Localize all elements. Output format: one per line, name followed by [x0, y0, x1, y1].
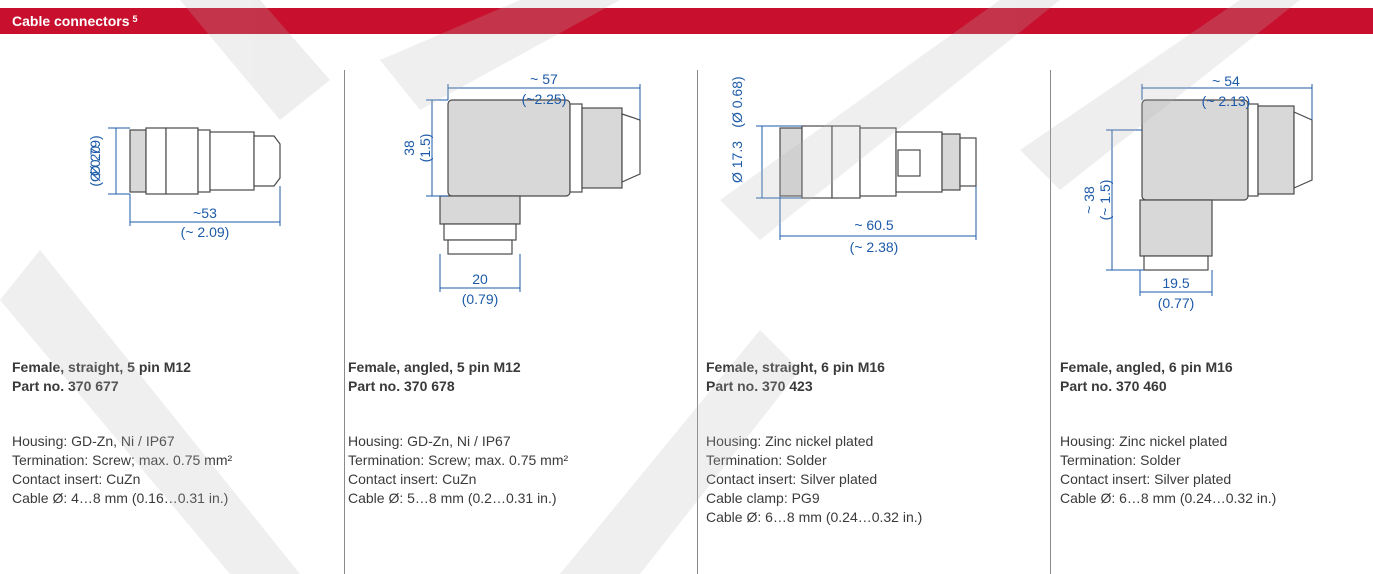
- dim-base-width-in: (0.79): [462, 291, 499, 307]
- dim-height-in: (~ 1.5): [1097, 180, 1113, 221]
- part-number: Part no. 370 678: [348, 378, 455, 394]
- dim-length-in: (~ 2.09): [181, 224, 230, 240]
- dim-length: ~53: [193, 205, 217, 221]
- dim-width-in: (~ 2.13): [1202, 93, 1251, 109]
- spec-termination: Termination: Solder: [706, 452, 827, 468]
- product-title: Female, straight, 6 pin M16 Part no. 370…: [706, 358, 1036, 396]
- dim-width-in: (~2.25): [522, 91, 567, 107]
- product-name: Female, angled, 6 pin M16: [1060, 359, 1233, 375]
- part-number: Part no. 370 460: [1060, 378, 1167, 394]
- connector-drawing-straight-m12: Ø 20 (Ø 0.79) ~53 (~ 2.09): [87, 127, 281, 240]
- dim-base-width-in: (0.77): [1158, 295, 1195, 311]
- product-name: Female, straight, 5 pin M12: [12, 359, 191, 375]
- spec-cable-diameter: Cable Ø: 6…8 mm (0.24…0.32 in.): [706, 509, 923, 525]
- product-card-370423: Ø 17.3 (Ø 0.68) ~ 60.5 (~ 2.38) Female, …: [706, 34, 1046, 574]
- dim-diameter: Ø 20: [87, 146, 103, 177]
- product-card-370678: 38 (1.5) ~ 57 (~2.25) 20 (0.79) Female, …: [348, 34, 688, 574]
- dim-height: 38: [401, 140, 417, 156]
- connector-drawing-angled-m12: 38 (1.5) ~ 57 (~2.25) 20 (0.79): [401, 71, 641, 307]
- dim-base-width: 19.5: [1162, 275, 1189, 291]
- dim-diameter-in: (Ø 0.79): [87, 135, 103, 186]
- spec-termination: Termination: Solder: [1060, 452, 1181, 468]
- dim-height: ~ 38: [1081, 186, 1097, 214]
- column-divider: [344, 70, 345, 574]
- part-number: Part no. 370 677: [12, 378, 119, 394]
- spec-cable-clamp: Cable clamp: PG9: [706, 490, 820, 506]
- spec-list: Housing: GD-Zn, Ni / IP67 Termination: S…: [348, 432, 678, 508]
- section-title: Cable connectors: [12, 13, 130, 29]
- spec-cable-diameter: Cable Ø: 6…8 mm (0.24…0.32 in.): [1060, 490, 1277, 506]
- dim-length-in: (~ 2.38): [850, 239, 899, 255]
- product-name: Female, straight, 6 pin M16: [706, 359, 885, 375]
- spec-contact-insert: Contact insert: Silver plated: [1060, 471, 1232, 487]
- product-title: Female, straight, 5 pin M12 Part no. 370…: [12, 358, 342, 396]
- spec-list: Housing: Zinc nickel plated Termination:…: [706, 432, 1036, 527]
- spec-housing: Housing: Zinc nickel plated: [1060, 433, 1228, 449]
- product-card-370460: ~ 38 (~ 1.5) ~ 54 (~ 2.13) 19.5 (0.77) F…: [1060, 34, 1373, 574]
- column-divider: [1050, 70, 1051, 574]
- dim-width: ~ 54: [1212, 73, 1240, 89]
- connector-drawing-angled-m16: ~ 38 (~ 1.5) ~ 54 (~ 2.13) 19.5 (0.77): [1081, 73, 1313, 311]
- spec-list: Housing: GD-Zn, Ni / IP67 Termination: S…: [12, 432, 342, 508]
- spec-contact-insert: Contact insert: Silver plated: [706, 471, 878, 487]
- product-title: Female, angled, 6 pin M16 Part no. 370 4…: [1060, 358, 1373, 396]
- dim-width: ~ 57: [530, 71, 558, 87]
- spec-cable-diameter: Cable Ø: 5…8 mm (0.2…0.31 in.): [348, 490, 557, 506]
- connector-drawing-straight-m16: Ø 17.3 (Ø 0.68) ~ 60.5 (~ 2.38): [729, 76, 977, 255]
- spec-housing: Housing: GD-Zn, Ni / IP67: [348, 433, 511, 449]
- column-divider: [697, 70, 698, 574]
- spec-cable-diameter: Cable Ø: 4…8 mm (0.16…0.31 in.): [12, 490, 229, 506]
- part-number: Part no. 370 423: [706, 378, 813, 394]
- product-title: Female, angled, 5 pin M12 Part no. 370 6…: [348, 358, 678, 396]
- spec-contact-insert: Contact insert: CuZn: [12, 471, 141, 487]
- product-name: Female, angled, 5 pin M12: [348, 359, 521, 375]
- dim-height-in: (1.5): [417, 134, 433, 163]
- footnote-marker: 5: [132, 14, 138, 24]
- spec-termination: Termination: Screw; max. 0.75 mm²: [12, 452, 233, 468]
- dim-diameter: Ø 17.3: [729, 141, 745, 183]
- spec-contact-insert: Contact insert: CuZn: [348, 471, 477, 487]
- spec-housing: Housing: GD-Zn, Ni / IP67: [12, 433, 175, 449]
- dim-diameter-in: (Ø 0.68): [729, 76, 745, 127]
- spec-housing: Housing: Zinc nickel plated: [706, 433, 874, 449]
- dim-base-width: 20: [472, 271, 488, 287]
- product-card-370677: Ø 20 (Ø 0.79) ~53 (~ 2.09) Female, strai…: [12, 34, 352, 574]
- spec-list: Housing: Zinc nickel plated Termination:…: [1060, 432, 1373, 508]
- dim-length: ~ 60.5: [854, 217, 894, 233]
- spec-termination: Termination: Screw; max. 0.75 mm²: [348, 452, 569, 468]
